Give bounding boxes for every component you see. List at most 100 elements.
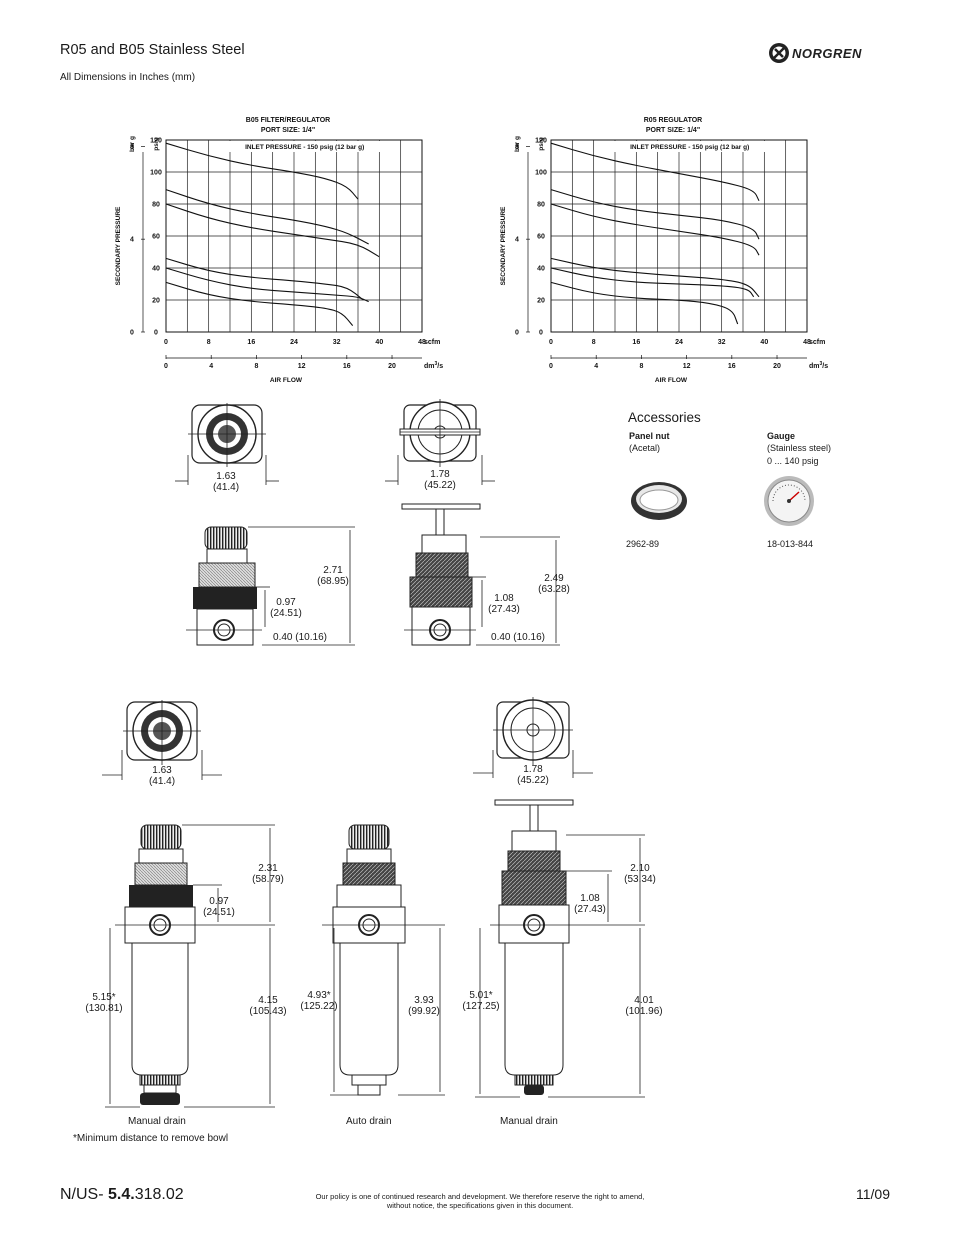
page-title: R05 and B05 Stainless Steel <box>60 42 245 58</box>
series-line-0 <box>550 142 760 202</box>
y-tick-psig: 60 <box>537 234 545 241</box>
chart-title: R05 REGULATOR <box>644 117 702 124</box>
x-tick-scfm: 0 <box>164 339 168 346</box>
x-unit-scfm: scfm <box>424 339 440 346</box>
page-subtitle: All Dimensions in Inches (mm) <box>60 72 196 83</box>
x-tick-scfm: 24 <box>290 339 298 346</box>
dim-r2-height: 2.49(63.28) <box>538 573 570 595</box>
filter-side-view-manual-2 <box>475 799 645 1098</box>
brand-name: NORGREN <box>792 46 862 61</box>
technical-drawings <box>102 399 645 1108</box>
y-unit-bar: bar g <box>129 136 136 152</box>
superscript: 3 <box>435 361 438 367</box>
x-axis-label: AIR FLOW <box>270 377 303 382</box>
gauge-image <box>764 476 814 526</box>
superscript: 3 <box>820 361 823 367</box>
y-tick-psig: 100 <box>150 170 162 177</box>
x-tick-scfm: 24 <box>675 339 683 346</box>
gauge-info: Gauge (Stainless steel) 0 ... 140 psig <box>767 431 831 468</box>
accessories-title: Accessories <box>628 410 701 425</box>
regulator-top-view-1 <box>175 403 279 485</box>
gauge-part: 18-013-844 <box>767 539 814 549</box>
filter-side-view-auto <box>322 824 445 1096</box>
y-unit-psig: psig <box>153 137 160 150</box>
dim-r2-port: 0.40 (10.16) <box>491 632 545 643</box>
series-line-5 <box>550 281 739 325</box>
regulator-top-view-2 <box>385 399 495 485</box>
filter-side-view-manual-1 <box>105 824 275 1108</box>
dim-f3-nut: 1.08(27.43) <box>574 893 606 915</box>
y-tick-bar: 8 <box>515 144 519 151</box>
y-tick-bar: 4 <box>515 237 519 244</box>
x-tick-scfm: 40 <box>375 339 383 346</box>
caption-manual-drain-2: Manual drain <box>500 1116 558 1127</box>
y-tick-psig: 80 <box>537 202 545 209</box>
document-code: N/US- 5.4.318.02 <box>60 1186 184 1203</box>
series-line-4 <box>165 267 369 303</box>
x-tick-dm3s: 4 <box>594 363 598 370</box>
series-line-5 <box>165 281 354 326</box>
unit-tail: /s <box>437 363 443 370</box>
panel-nut-material: (Acetal) <box>629 443 661 453</box>
series-line-2 <box>550 203 760 256</box>
chart-annotation: INLET PRESSURE - 150 psig (12 bar g) <box>245 144 364 151</box>
dim-f1-height: 2.31(58.79) <box>252 863 284 885</box>
dim-f3-height: 2.10(53.34) <box>624 863 656 885</box>
series-line-2 <box>165 203 380 258</box>
x-axis-label: AIR FLOW <box>655 377 688 382</box>
y-tick-bar: 0 <box>130 330 134 337</box>
gauge-range: 0 ... 140 psig <box>767 456 819 466</box>
panel-nut-name: Panel nut <box>629 431 670 441</box>
dim-f1-total: 5.15*(130.81) <box>85 992 123 1014</box>
y-tick-psig: 60 <box>152 234 160 241</box>
document-date: 11/09 <box>856 1186 890 1202</box>
x-unit-scfm: scfm <box>809 339 825 346</box>
chart-r05: R05 REGULATOR PORT SIZE: 1/4" INLET PRESSU… <box>500 117 828 382</box>
x-tick-dm3s: 8 <box>254 363 258 370</box>
dim-r1-port: 0.40 (10.16) <box>273 632 327 643</box>
x-tick-scfm: 48 <box>803 339 811 346</box>
x-tick-dm3s: 0 <box>549 363 553 370</box>
series-line-0 <box>165 142 359 200</box>
y-axis-label: SECONDARY PRESSURE <box>115 206 122 285</box>
dim-f1-nut: 0.97(24.51) <box>203 896 235 918</box>
x-tick-dm3s: 0 <box>164 363 168 370</box>
annotation-bg <box>609 141 770 152</box>
filter-top-view-3 <box>473 697 593 778</box>
y-tick-psig: 20 <box>152 298 160 305</box>
footnote: *Minimum distance to remove bowl <box>73 1133 229 1144</box>
unit-tail: /s <box>822 363 828 370</box>
x-unit-dm3s: dm3/s <box>424 361 443 370</box>
dim-f3-width: 1.78(45.22) <box>517 764 549 786</box>
caption-manual-drain-1: Manual drain <box>128 1116 186 1127</box>
x-tick-scfm: 8 <box>592 339 596 346</box>
x-tick-dm3s: 12 <box>298 363 306 370</box>
y-tick-psig: 120 <box>150 138 162 145</box>
y-tick-psig: 80 <box>152 202 160 209</box>
y-tick-psig: 20 <box>537 298 545 305</box>
x-tick-scfm: 48 <box>418 339 426 346</box>
y-axis-label: SECONDARY PRESSURE <box>500 206 507 285</box>
norgren-logo: NORGREN <box>768 40 908 66</box>
caption-auto-drain: Auto drain <box>346 1116 392 1127</box>
chart-annotation: INLET PRESSURE - 150 psig (12 bar g) <box>630 144 749 151</box>
y-unit-bar: bar g <box>514 136 521 152</box>
dim-r2-width: 1.78(45.22) <box>424 469 456 491</box>
y-tick-psig: 40 <box>537 266 545 273</box>
dim-r1-nut: 0.97(24.51) <box>270 597 302 619</box>
x-tick-dm3s: 12 <box>683 363 691 370</box>
x-tick-dm3s: 8 <box>639 363 643 370</box>
x-tick-scfm: 16 <box>632 339 640 346</box>
filter-top-view-1 <box>102 700 222 780</box>
series-line-3 <box>550 257 760 298</box>
dim-f1-width: 1.63(41.4) <box>148 765 176 787</box>
regulator-side-view-2 <box>401 503 560 646</box>
series-line-3 <box>165 257 364 301</box>
chart-subtitle: PORT SIZE: 1/4" <box>646 127 700 134</box>
y-tick-psig: 120 <box>535 138 547 145</box>
y-unit-psig: psig <box>538 137 545 150</box>
panel-nut-part: 2962-89 <box>626 539 660 549</box>
dim-f3-total: 5.01*(127.25) <box>462 990 500 1012</box>
chart-title: B05 FILTER/REGULATOR <box>246 117 330 124</box>
y-tick-bar: 0 <box>515 330 519 337</box>
